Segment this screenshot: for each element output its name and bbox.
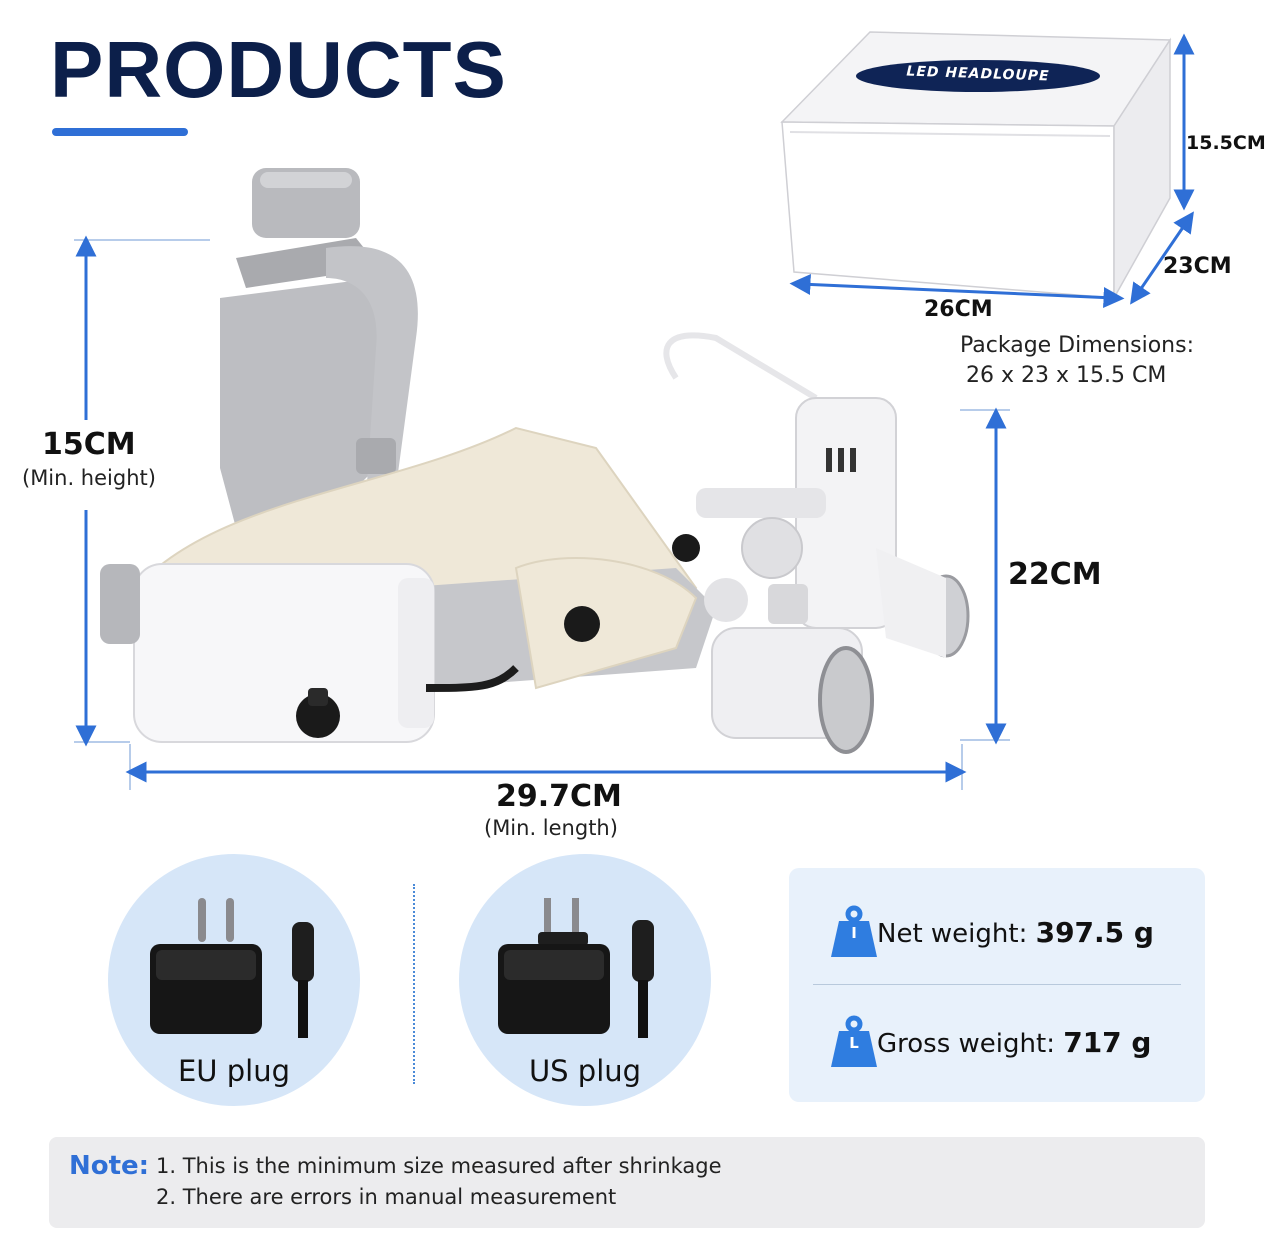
gross-weight-text: Gross weight: 717 g bbox=[877, 1026, 1151, 1059]
us-plug-icon bbox=[498, 898, 654, 1038]
product-height-note: (Min. height) bbox=[22, 466, 156, 490]
net-weight-icon-letter: I bbox=[851, 924, 857, 942]
box-dimension-arrows bbox=[789, 33, 1195, 309]
weight-separator bbox=[813, 984, 1181, 985]
package-dimensions-title: Package Dimensions: bbox=[960, 333, 1194, 358]
eu-plug-label: EU plug bbox=[177, 1054, 291, 1088]
package-dimensions-value: 26 x 23 x 15.5 CM bbox=[966, 363, 1167, 388]
net-weight-label: Net weight: bbox=[877, 918, 1028, 949]
note-box bbox=[49, 1137, 1205, 1228]
headloupe-product-image bbox=[100, 168, 970, 754]
product-length-label: 29.7CM bbox=[496, 779, 622, 814]
page-title: PRODUCTS bbox=[50, 25, 507, 114]
weight-icon bbox=[831, 905, 877, 957]
product-height-label: 15CM bbox=[42, 427, 136, 462]
gross-weight-icon-letter: L bbox=[849, 1034, 859, 1052]
weight-panel: I Net weight: 397.5 g L Gross weight: 71… bbox=[789, 868, 1205, 1102]
gross-weight-row: L Gross weight: 717 g bbox=[789, 1012, 1205, 1072]
note-line-1: 1. This is the minimum size measured aft… bbox=[156, 1154, 722, 1178]
note-line-2: 2. There are errors in manual measuremen… bbox=[156, 1185, 617, 1209]
us-plug-label: US plug bbox=[528, 1054, 642, 1088]
eu-plug-icon bbox=[150, 898, 314, 1038]
net-weight-text: Net weight: 397.5 g bbox=[877, 916, 1154, 949]
gross-weight-value: 717 g bbox=[1063, 1025, 1152, 1059]
net-weight-row: I Net weight: 397.5 g bbox=[789, 902, 1205, 962]
note-label: Note: bbox=[69, 1151, 150, 1181]
product-side-height-label: 22CM bbox=[1008, 557, 1102, 592]
gross-weight-label: Gross weight: bbox=[877, 1028, 1055, 1059]
package-box-illustration bbox=[780, 31, 1172, 301]
net-weight-value: 397.5 g bbox=[1035, 915, 1154, 949]
weight-icon bbox=[831, 1015, 877, 1067]
box-width-label: 26CM bbox=[924, 297, 993, 322]
product-dimension-arrows bbox=[74, 235, 1010, 790]
title-underline bbox=[52, 128, 188, 136]
box-height-label: 15.5CM bbox=[1186, 132, 1266, 154]
plug-divider bbox=[413, 884, 415, 1084]
box-depth-label: 23CM bbox=[1163, 254, 1232, 279]
product-length-note: (Min. length) bbox=[484, 816, 618, 840]
